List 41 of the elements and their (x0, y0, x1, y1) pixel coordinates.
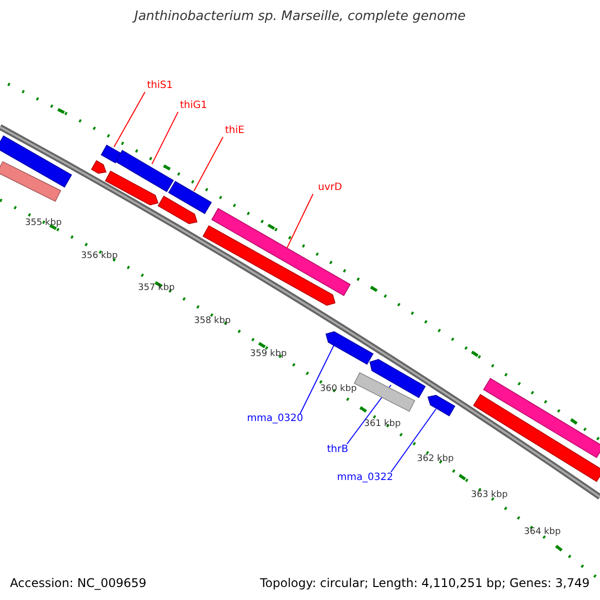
scale-label: 361 kbp (364, 418, 401, 430)
gene-bar (211, 208, 351, 296)
footer-text: Topology: circular; Length: 4,110,251 bp; Genes: 3,749 (260, 576, 590, 590)
gene-bar (168, 180, 212, 214)
scale-label: 355 kbp (25, 217, 62, 229)
gene-label: uvrD (318, 182, 342, 194)
gene-bar (90, 160, 107, 174)
gene-bar (370, 358, 426, 398)
gene-bar (326, 331, 374, 365)
scale-label: 362 kbp (417, 453, 454, 465)
gene-label: thiE (225, 125, 244, 137)
gene-bar (158, 196, 198, 224)
gene-bar (100, 144, 122, 164)
scale-label: 358 kbp (194, 315, 231, 327)
gene-label: thiG1 (180, 100, 208, 112)
title: Janthinobacterium sp. Marseille, complete genome (131, 11, 467, 23)
gene-bar (115, 150, 174, 192)
leader-line (114, 92, 146, 148)
gene-label: mma_0320 (247, 413, 304, 425)
scale-label: 364 kbp (524, 526, 561, 538)
gene-bar (0, 135, 72, 188)
gene-bar (104, 170, 159, 206)
gene-bar (483, 378, 600, 458)
gene-bar (473, 394, 600, 482)
scale-label: 359 kbp (250, 348, 287, 360)
gene-label: thiS1 (147, 80, 173, 92)
gene-bar (427, 394, 456, 416)
scale-label: 356 kbp (81, 250, 118, 262)
scale-label: 357 kbp (138, 282, 175, 294)
scale-label: 360 kbp (320, 383, 357, 395)
leader-line (390, 408, 436, 472)
footer-text: Accession: NC_009659 (10, 576, 146, 590)
leader-line (300, 344, 334, 414)
scale-label: 363 kbp (471, 489, 508, 501)
gene-bar (202, 225, 336, 306)
gene-bar (0, 161, 62, 202)
gene-label: mma_0322 (337, 472, 394, 484)
gene-label: thrB (327, 444, 348, 456)
leader-line (194, 136, 224, 192)
leader-line (286, 194, 314, 248)
leader-line (152, 112, 178, 164)
